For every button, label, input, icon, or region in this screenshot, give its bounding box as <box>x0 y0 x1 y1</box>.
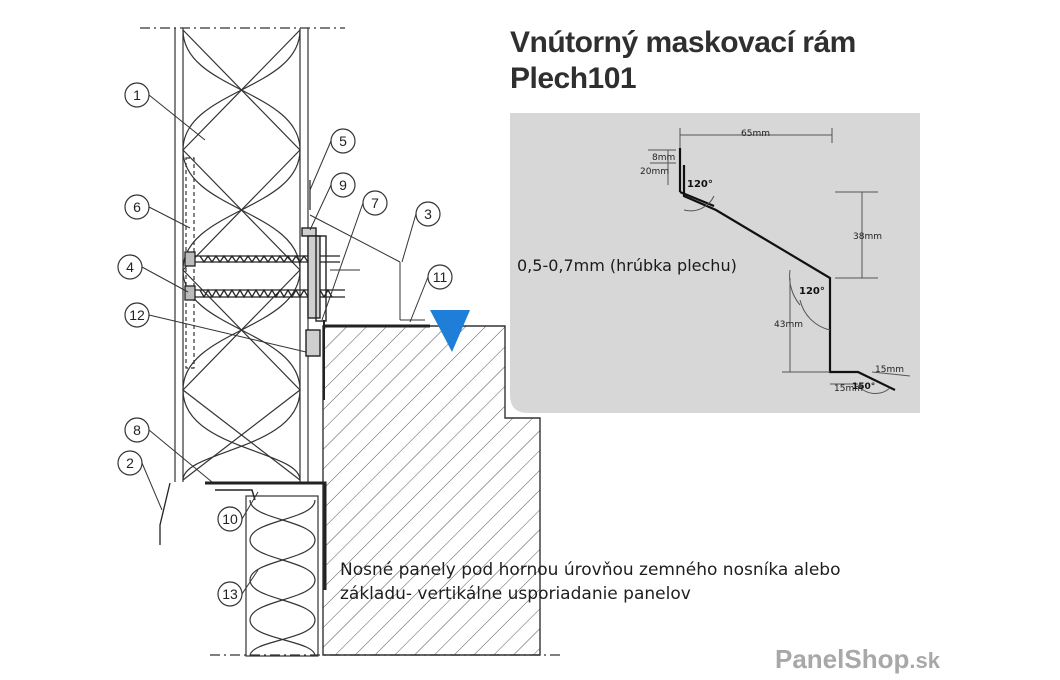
callout-label: 7 <box>371 195 379 211</box>
brand-name: PanelShop <box>775 644 910 674</box>
profile-panel-background <box>510 113 920 413</box>
callout-label: 4 <box>126 259 134 275</box>
caption-line-2: základu- vertikálne usporiadanie panelov <box>340 584 691 604</box>
callout-balloon <box>427 264 453 290</box>
callout-leader <box>141 462 163 511</box>
dim-drop-lower: 43mm <box>774 320 803 330</box>
callout-leader <box>141 266 189 293</box>
brand-logo: PanelShop.sk <box>775 644 940 675</box>
callout-balloon <box>415 201 441 227</box>
profile-dimension-lines <box>648 128 911 394</box>
callout-label: 11 <box>433 269 448 285</box>
bottom-flashing <box>159 481 327 590</box>
callout-label: 8 <box>133 422 141 438</box>
dim-lip-small: 8mm <box>652 153 676 163</box>
lower-panel <box>210 495 560 657</box>
callout-label: 12 <box>129 307 145 323</box>
callout-balloon <box>117 254 143 280</box>
angle-upper: 120° <box>687 179 713 190</box>
callout-balloon <box>124 194 150 220</box>
callout-leader <box>148 314 307 353</box>
callout-leader <box>148 94 206 141</box>
angle-middle: 120° <box>799 286 825 297</box>
callout-leader <box>409 276 429 323</box>
callout-balloon <box>330 128 356 154</box>
callout-balloon <box>217 506 243 532</box>
callout-balloon <box>124 417 150 443</box>
callout-leader <box>321 202 364 321</box>
dim-foot-left: 15mm <box>834 384 863 394</box>
dim-drop-upper: 38mm <box>853 232 882 242</box>
callout-leader <box>148 206 191 229</box>
callout-leader <box>309 184 332 231</box>
callout-label: 5 <box>339 133 347 149</box>
dim-lip-height: 20mm <box>640 167 669 177</box>
callout-balloon <box>117 450 143 476</box>
callout-label: 2 <box>126 455 134 471</box>
callout-label: 9 <box>339 177 347 193</box>
thickness-note: 0,5-0,7mm (hrúbka plechu) <box>517 256 737 275</box>
callout-label: 6 <box>133 199 141 215</box>
level-marker-icon <box>430 310 470 352</box>
callout-label: 13 <box>222 586 238 602</box>
caption-line-1: Nosné panely pod hornou úrovňou zemného … <box>340 560 841 580</box>
callout-leader <box>241 491 259 520</box>
callout-balloon <box>124 302 150 328</box>
title-line-1: Vnútorný maskovací rám <box>510 26 856 59</box>
callout-balloon <box>362 190 388 216</box>
dim-foot-right: 15mm <box>875 365 904 375</box>
callout-leader <box>401 213 417 263</box>
fixing-brackets <box>301 180 430 400</box>
title-line-2: Plech101 <box>510 62 637 95</box>
callout-label: 10 <box>222 511 238 527</box>
callout-leader <box>309 140 332 191</box>
callout-label: 1 <box>133 87 141 103</box>
callout-balloon <box>330 172 356 198</box>
callout-leader <box>241 569 259 595</box>
callout-leader <box>148 429 213 483</box>
callout-balloon <box>124 82 150 108</box>
callout-balloon <box>217 581 243 607</box>
brand-suffix: .sk <box>909 648 940 673</box>
concrete-foundation <box>322 325 541 656</box>
angle-lower: 150° <box>852 382 876 392</box>
masking-frame <box>309 214 425 321</box>
dim-top-width: 65mm <box>741 129 770 139</box>
callout-label: 3 <box>424 206 432 222</box>
